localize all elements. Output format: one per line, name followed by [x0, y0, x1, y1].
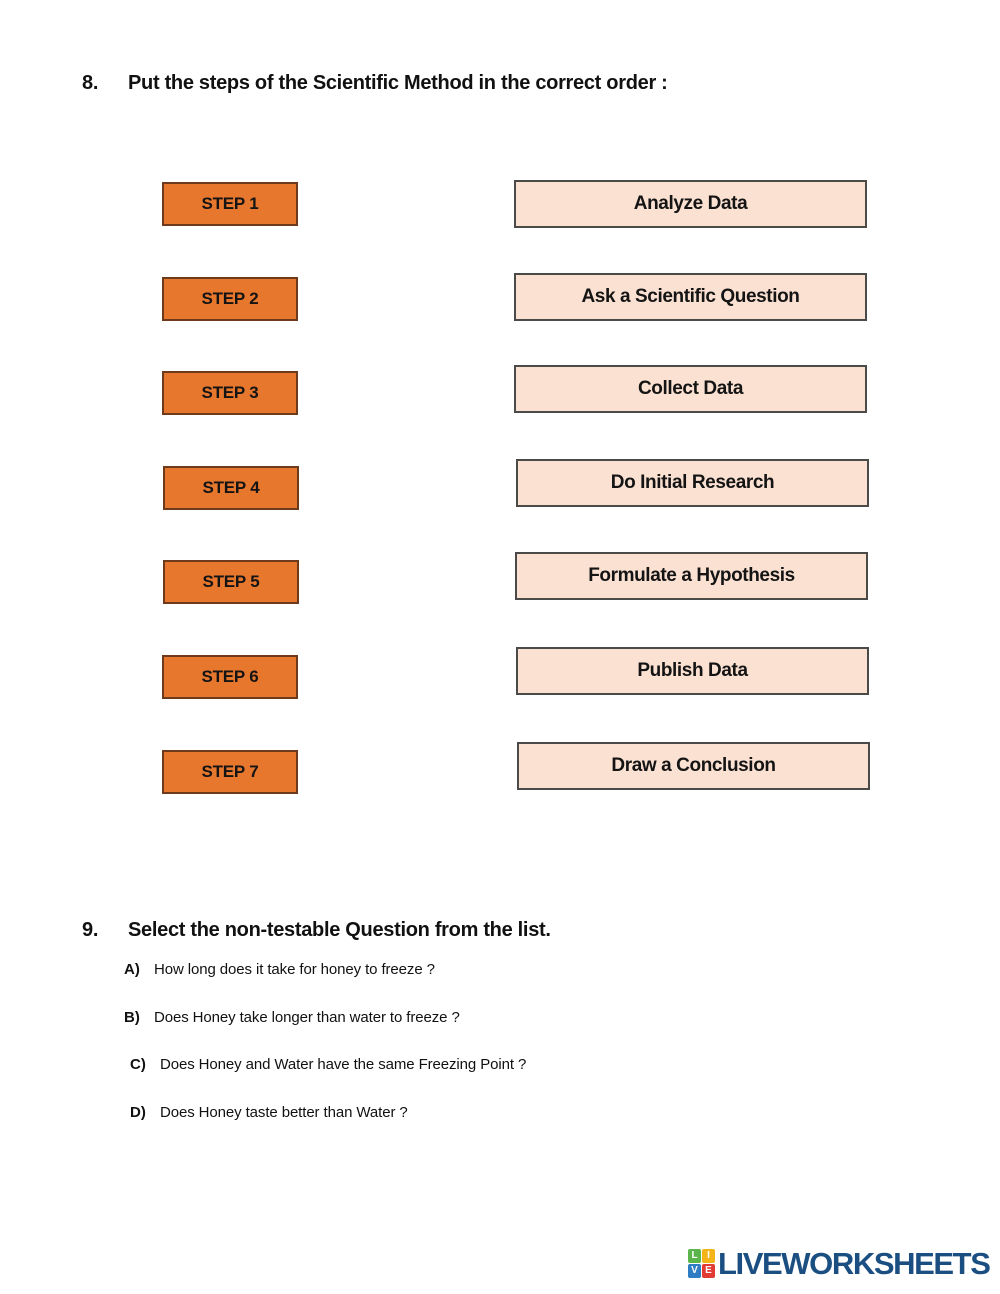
option-text-b: Does Honey take longer than water to fre…	[154, 1008, 460, 1026]
question-8-number: 8.	[82, 72, 99, 94]
logo-cell-l: L	[688, 1249, 701, 1263]
scientific-method-matching-area: STEP 1 Analyze Data STEP 2 Ask a Scienti…	[0, 180, 1000, 842]
step-box-1[interactable]: STEP 1	[162, 182, 298, 226]
question-9-title: Select the non-testable Question from th…	[128, 919, 551, 941]
option-row-a[interactable]: A) How long does it take for honey to fr…	[124, 961, 824, 1009]
match-row: STEP 6 Publish Data	[0, 646, 1000, 748]
answer-box-ask-a-scientific-question[interactable]: Ask a Scientific Question	[514, 272, 867, 321]
option-text-d: Does Honey taste better than Water ?	[160, 1103, 408, 1121]
logo-cell-e: E	[702, 1264, 715, 1278]
option-text-a: How long does it take for honey to freez…	[154, 961, 435, 978]
step-box-7[interactable]: STEP 7	[162, 750, 298, 794]
match-row: STEP 1 Analyze Data	[0, 180, 1000, 275]
liveworksheets-logo: L I V E LIVEWORKSHEETS	[688, 1246, 991, 1281]
question-9-number: 9.	[82, 919, 99, 941]
match-row: STEP 4 Do Initial Research	[0, 458, 1000, 559]
answer-box-do-initial-research[interactable]: Do Initial Research	[516, 458, 869, 507]
option-row-d[interactable]: D) Does Honey taste better than Water ?	[124, 1104, 824, 1152]
step-box-3[interactable]: STEP 3	[162, 371, 298, 415]
question-8-title: Put the steps of the Scientific Method i…	[128, 72, 668, 94]
liveworksheets-logo-mark-icon: L I V E	[688, 1249, 715, 1278]
match-row: STEP 7 Draw a Conclusion	[0, 742, 1000, 842]
answer-box-draw-a-conclusion[interactable]: Draw a Conclusion	[517, 742, 870, 790]
question-9-options-list: A) How long does it take for honey to fr…	[124, 961, 824, 1151]
option-letter-b: B)	[124, 1008, 140, 1026]
answer-box-publish-data[interactable]: Publish Data	[516, 646, 869, 695]
match-row: STEP 3 Collect Data	[0, 365, 1000, 464]
option-text-c: Does Honey and Water have the same Freez…	[160, 1056, 527, 1074]
option-row-c[interactable]: C) Does Honey and Water have the same Fr…	[124, 1056, 824, 1104]
option-letter-c: C)	[130, 1056, 146, 1074]
answer-box-formulate-a-hypothesis[interactable]: Formulate a Hypothesis	[515, 552, 868, 600]
step-box-5[interactable]: STEP 5	[163, 560, 299, 604]
logo-cell-v: V	[688, 1264, 701, 1278]
option-letter-d: D)	[130, 1103, 146, 1121]
logo-cell-i: I	[702, 1249, 715, 1263]
match-row: STEP 2 Ask a Scientific Question	[0, 272, 1000, 370]
step-box-2[interactable]: STEP 2	[162, 276, 298, 321]
answer-box-analyze-data[interactable]: Analyze Data	[514, 180, 867, 228]
liveworksheets-wordmark: LIVEWORKSHEETS	[718, 1246, 991, 1281]
option-row-b[interactable]: B) Does Honey take longer than water to …	[124, 1009, 824, 1057]
match-row: STEP 5 Formulate a Hypothesis	[0, 552, 1000, 653]
step-box-4[interactable]: STEP 4	[163, 465, 299, 510]
question-9-header: 9. Select the non-testable Question from…	[82, 919, 551, 942]
step-box-6[interactable]: STEP 6	[162, 654, 298, 699]
option-letter-a: A)	[124, 961, 140, 978]
question-8-header: 8. Put the steps of the Scientific Metho…	[82, 72, 668, 95]
answer-box-collect-data[interactable]: Collect Data	[514, 365, 867, 413]
